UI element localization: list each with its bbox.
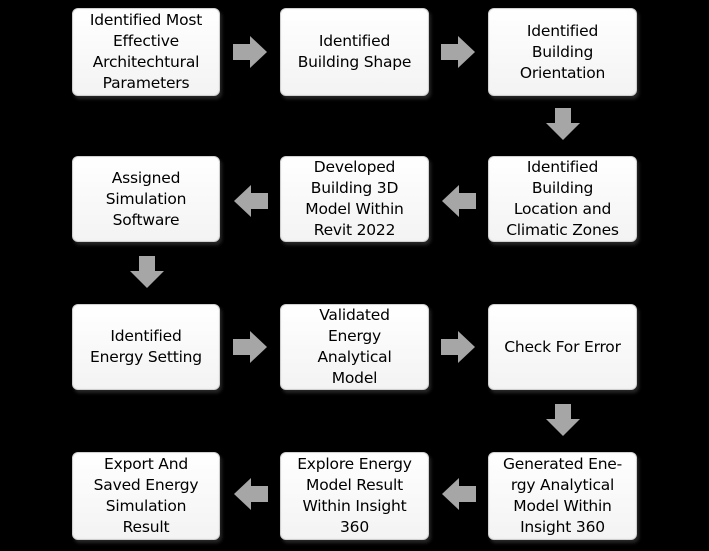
step-box-10: Generated Ene- rgy Analytical Model With… [488,452,637,540]
step-label-9: Check For Error [504,337,621,356]
step-label-11: Explore Energy Model Result Within Insig… [297,455,412,536]
step-label-1: Identified Most Effective Architechtural… [89,11,203,92]
step-label-10: Generated Ene- rgy Analytical Model With… [502,455,623,536]
step-box-1: Identified Most Effective Architechtural… [72,8,220,96]
arrow-right-icon [441,331,475,363]
step-label-6: Assigned Simulation Software [105,168,187,229]
arrow-right-icon [233,36,267,68]
arrow-down-icon [130,256,164,288]
step-label-4: Identified Building Location and Climati… [506,158,619,239]
step-box-7: Identified Energy Setting [72,304,220,390]
arrow-down-icon [546,108,580,140]
step-label-8: Validated Energy Analytical Model [317,306,392,387]
step-box-9: Check For Error [488,304,637,390]
step-label-5: Developed Building 3D Model Within Revit… [305,158,404,239]
step-label-3: Identified Building Orientation [519,21,606,82]
arrow-right-icon [233,331,267,363]
step-label-7: Identified Energy Setting [90,327,202,366]
arrow-down-icon [546,404,580,436]
step-box-12: Export And Saved Energy Simulation Resul… [72,452,220,540]
arrow-left-icon [442,185,476,217]
arrow-left-icon [234,185,268,217]
step-box-2: Identified Building Shape [280,8,429,96]
step-box-5: Developed Building 3D Model Within Revit… [280,156,429,242]
step-box-4: Identified Building Location and Climati… [488,156,637,242]
step-box-11: Explore Energy Model Result Within Insig… [280,452,429,540]
arrow-left-icon [442,478,476,510]
step-label-2: Identified Building Shape [297,32,412,71]
arrow-right-icon [441,36,475,68]
step-label-12: Export And Saved Energy Simulation Resul… [93,455,199,536]
step-box-8: Validated Energy Analytical Model [280,304,429,390]
step-box-6: Assigned Simulation Software [72,156,220,242]
step-box-3: Identified Building Orientation [488,8,637,96]
arrow-left-icon [234,478,268,510]
